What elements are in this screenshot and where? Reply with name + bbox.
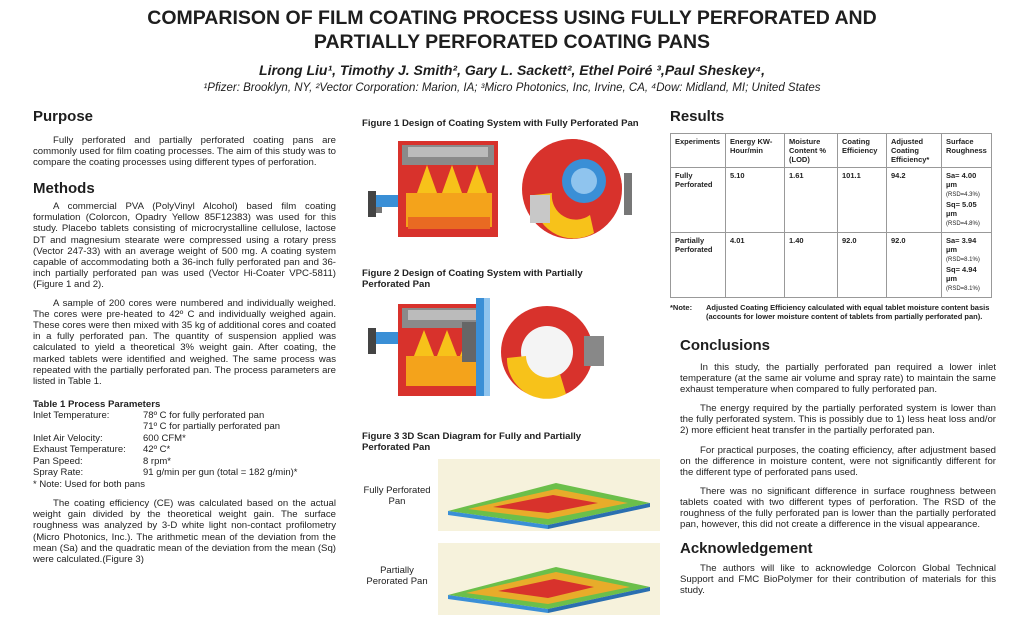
table1-title: Table 1 Process Parameters [33, 398, 161, 410]
scan1-image [438, 459, 660, 531]
conclusions-paragraph-4: There was no significant difference in s… [680, 485, 996, 531]
acknowledgement-heading: Acknowledgement [680, 540, 813, 558]
title-line-1: COMPARISON OF FILM COATING PROCESS USING… [147, 7, 877, 29]
conclusions-heading: Conclusions [680, 337, 771, 354]
conclusions-paragraph-1: In this study, the partially perforated … [680, 362, 996, 396]
scan2-label: Partially Perorated Pan [366, 565, 428, 587]
process-parameters-table: Inlet Temperature:78º C for fully perfor… [33, 410, 336, 491]
param-row: Exhaust Temperature:42º C* [33, 444, 171, 456]
authors: Lirong Liu¹, Timothy J. Smith², Gary L. … [259, 62, 765, 78]
conclusions-body: In this study, the partially perforated … [670, 362, 996, 530]
figure1-diagram [368, 139, 632, 239]
results-note: *Note: Adjusted Coating Efficiency calcu… [670, 303, 990, 321]
methods-paragraph-2: A sample of 200 cores were numbered and … [33, 298, 336, 387]
affiliations: ¹Pfizer: Brooklyn, NY, ²Vector Corporati… [203, 82, 821, 94]
results-header-row: Experiments Energy KW-Hour/min Moisture … [670, 133, 992, 168]
figure1-caption: Figure 1 Design of Coating System with F… [362, 118, 639, 129]
param-row: Inlet Temperature:78º C for fully perfor… [33, 409, 265, 421]
conclusions-paragraph-2: The energy required by the partially per… [680, 403, 996, 437]
param-row: Inlet Air Velocity:600 CFM* [33, 432, 186, 444]
figure2-diagram [368, 298, 604, 399]
acknowledgement-text: The authors will like to acknowledge Col… [680, 563, 996, 597]
purpose-heading: Purpose [33, 108, 94, 125]
conclusions-paragraph-3: For practical purposes, the coating effi… [680, 444, 996, 478]
scan2-image [438, 543, 660, 615]
left-column: Purpose Fully perforated and partially p… [33, 108, 336, 565]
table-row: Partially Perforated 4.01 1.40 92.0 92.0… [670, 232, 992, 298]
methods-paragraph-3: The coating efficiency (CE) was calculat… [33, 498, 336, 565]
scan1-label: Fully Perforated Pan [363, 485, 431, 507]
poster-title: COMPARISON OF FILM COATING PROCESS USING… [0, 6, 1024, 54]
param-row: Pan Speed:8 rpm* [33, 455, 171, 467]
title-line-2: PARTIALLY PERFORATED COATING PANS [313, 31, 711, 53]
param-row: 71º C for partially perforated pan [143, 421, 281, 433]
figures-column: Figure 1 Design of Coating System with F… [362, 118, 662, 619]
param-row: Spray Rate:91 g/min per gun (total = 182… [33, 467, 298, 479]
results-table: Experiments Energy KW-Hour/min Moisture … [670, 133, 992, 298]
figure3-caption: Figure 3 3D Scan Diagram for Fully and P… [362, 431, 582, 453]
right-column: Results Experiments Energy KW-Hour/min M… [670, 108, 996, 597]
figure2-caption: Figure 2 Design of Coating System with P… [362, 268, 583, 290]
purpose-text: Fully perforated and partially perforate… [33, 135, 336, 169]
table1-note: * Note: Used for both pans [33, 478, 145, 490]
table-row: Fully Perforated 5.10 1.61 101.1 94.2 Sa… [670, 167, 992, 233]
methods-paragraph-1: A commercial PVA (PolyVinyl Alcohol) bas… [33, 201, 336, 290]
methods-heading: Methods [33, 180, 95, 198]
figure3-scans: Fully Perforated Pan Partially Perorated… [362, 459, 662, 619]
results-heading: Results [670, 108, 725, 125]
